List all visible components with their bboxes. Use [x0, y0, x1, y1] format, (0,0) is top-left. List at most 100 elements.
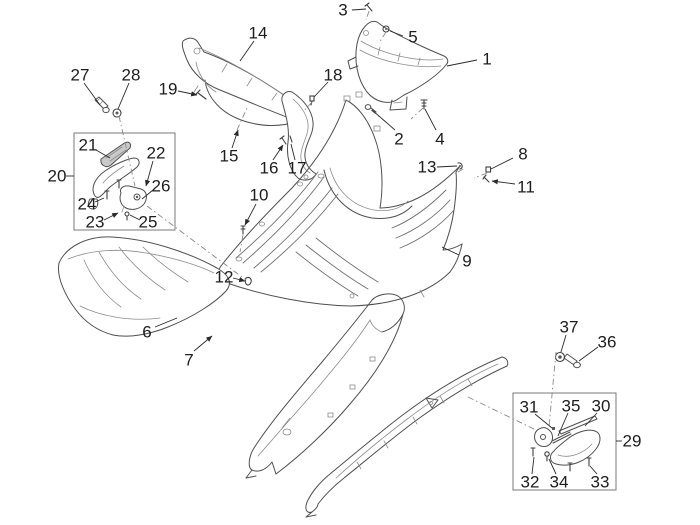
clip-13-icon: [457, 162, 463, 170]
callout-leader-11: [491, 179, 516, 185]
callout-label-30: 30: [592, 397, 611, 416]
callout-leader-31: [534, 413, 553, 429]
callout-label-13: 13: [418, 158, 437, 177]
callout-leader-22: [145, 160, 154, 187]
callout-leader-36: [578, 346, 599, 362]
screw-19-icon: [195, 89, 207, 100]
callout-leader-37: [560, 334, 567, 353]
part-central-spar-cover: [245, 293, 405, 479]
callout-label-32: 32: [521, 473, 540, 492]
callout-leader-35: [557, 412, 569, 437]
callout-leader-5: [389, 30, 404, 37]
washer-37-icon: [554, 351, 566, 363]
callout-leader-6: [154, 317, 178, 328]
callout-label-21: 21: [79, 136, 98, 155]
callout-leader-28: [117, 82, 130, 110]
trim-strip-30-icon: [558, 415, 598, 435]
callout-leader-4: [424, 108, 437, 131]
callout-leader-9: [441, 246, 460, 256]
callout-label-29: 29: [623, 432, 642, 451]
group-box-20: [73, 132, 176, 231]
group-box-29: [512, 392, 617, 491]
callout-leader-7: [193, 335, 213, 352]
bolt-4-icon: [420, 99, 428, 110]
callout-label-19: 19: [159, 80, 178, 99]
screw-16-icon: [279, 135, 287, 145]
part-central-body: [217, 91, 463, 307]
callout-leader-26: [141, 189, 154, 200]
callout-leader-19: [177, 90, 198, 97]
part-right-sill: [305, 356, 509, 518]
moulding-icon: [550, 429, 601, 466]
callout-label-37: 37: [560, 318, 579, 337]
nut-34-icon: [544, 451, 550, 462]
washer-28-icon: [112, 108, 122, 118]
part-front-shield-lower: [57, 236, 230, 337]
callout-label-9: 9: [462, 252, 471, 271]
bolt-36-icon: [563, 353, 581, 369]
callout-leader-25: [129, 214, 141, 221]
callout-label-10: 10: [250, 186, 269, 205]
strip-35-icon: [551, 431, 572, 444]
part-inner-duct-bracket: [281, 91, 317, 181]
callout-label-27: 27: [71, 66, 90, 85]
callout-label-33: 33: [591, 473, 610, 492]
callout-leader-10: [244, 203, 257, 226]
callout-leader-24: [94, 197, 105, 203]
screw-33-icon: [567, 457, 592, 472]
callout-label-23: 23: [86, 213, 105, 232]
callout-leader-27: [83, 82, 101, 106]
callout-leader-18: [313, 81, 329, 98]
callout-label-34: 34: [550, 473, 569, 492]
bolt-27-icon: [94, 96, 110, 114]
callout-label-3: 3: [338, 1, 347, 20]
callout-leader-33: [589, 465, 598, 475]
screw-17-icon: [289, 135, 293, 143]
callout-leader-32: [531, 456, 535, 475]
callout-leader-16: [272, 144, 284, 161]
callout-label-28: 28: [122, 66, 141, 85]
callout-label-36: 36: [598, 333, 617, 352]
callout-leader-1: [446, 59, 478, 67]
callout-label-24: 24: [78, 195, 97, 214]
callout-label-17: 17: [288, 159, 307, 178]
group-box-layer: [73, 132, 617, 491]
bracket-22-icon: [119, 185, 147, 213]
callout-label-20: 20: [48, 167, 67, 186]
callout-label-2: 2: [394, 130, 403, 149]
callout-leader-2: [371, 109, 396, 131]
callout-label-16: 16: [260, 159, 279, 178]
screw-11-icon: [482, 174, 490, 183]
bracket-31-icon: [534, 427, 555, 447]
callout-label-7: 7: [184, 351, 193, 370]
part-top-cover: [347, 20, 449, 111]
callout-leader-3: [351, 8, 367, 11]
callout-label-35: 35: [562, 397, 581, 416]
callout-label-5: 5: [408, 28, 417, 47]
callout-label-8: 8: [518, 145, 527, 164]
callout-leader-17: [290, 143, 296, 161]
callout-label-18: 18: [324, 66, 343, 85]
group-29-moulding-kit: [530, 415, 601, 472]
callout-leader-8: [490, 157, 514, 170]
callout-label-14: 14: [249, 24, 268, 43]
fastener-25-icon: [124, 211, 130, 221]
callout-leader-34: [548, 458, 557, 475]
callout-label-26: 26: [152, 177, 171, 196]
callout-label-1: 1: [482, 50, 491, 69]
group-20-footpeg-kit: [87, 141, 147, 221]
callout-label-15: 15: [220, 147, 239, 166]
screw-32-icon: [530, 447, 536, 457]
callout-leader-21: [95, 149, 111, 159]
screw-3-icon: [364, 2, 373, 12]
callout-leader-14: [239, 40, 255, 62]
callout-label-25: 25: [139, 213, 158, 232]
callout-label-22: 22: [147, 144, 166, 163]
clip-8-icon: [485, 166, 492, 173]
callout-label-12: 12: [215, 268, 234, 287]
callout-label-31: 31: [520, 398, 539, 417]
clip-12-icon: [244, 276, 252, 286]
